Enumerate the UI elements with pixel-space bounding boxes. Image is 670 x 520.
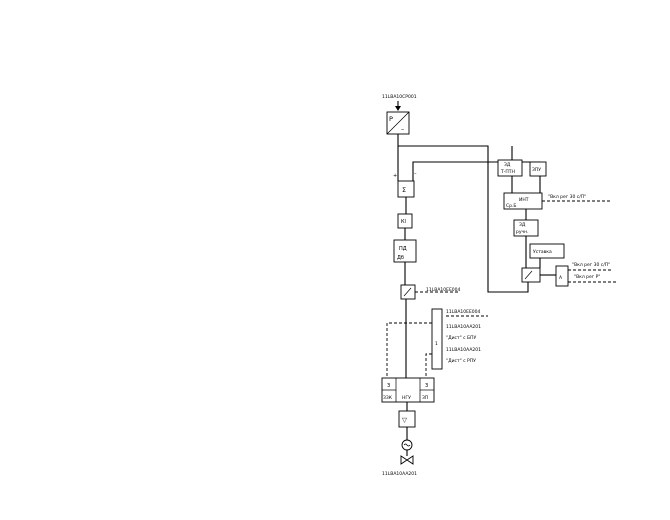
nku-left-bottom: ЗЗК: [383, 395, 393, 401]
sensor-arrow: [395, 106, 401, 111]
stack-tag-1: 11LBA10EE004: [446, 309, 481, 315]
drive-symbol: ▽: [402, 416, 407, 424]
pd-label-line2: Дб: [397, 255, 404, 261]
dashed-link-right: [425, 353, 432, 378]
setpoint-line: [412, 161, 541, 193]
sensor-symbol: P: [389, 115, 393, 123]
switch-contact: [403, 287, 412, 297]
switch-tag: 11LBA10EE004: [426, 287, 461, 293]
mode-switch-contact: [524, 270, 533, 280]
valve-tag: 11LBA10AA201: [382, 471, 417, 477]
gain-label: Кl: [401, 219, 406, 225]
nku-left-top: З: [387, 383, 390, 389]
mode-switch-box: [521, 267, 541, 283]
pd-label-line1: ПД: [399, 246, 407, 252]
stack-note-1: "Дист" с БПУ: [446, 335, 476, 341]
nku-right-top: З: [425, 383, 428, 389]
upn-label: ЗПУ: [532, 167, 541, 173]
note-vkl-reg-1: "Вкл рег 30 с/П": [548, 194, 586, 200]
note-vkl-reg-2: "Вкл рег 30 с/П": [572, 262, 610, 268]
valve-right-triangle-icon: [406, 455, 414, 465]
zd-ruch-line2: ручн.: [516, 230, 529, 235]
nku-center: НГУ: [402, 395, 411, 401]
motor-wave-icon: [403, 443, 411, 447]
stack-note-2: "Дист" с РПУ: [446, 358, 476, 364]
summator-plus: +: [393, 173, 397, 179]
sensor-minus: –: [401, 125, 404, 133]
switch-box: [400, 284, 416, 300]
sensor-tag: 11LBA10CP001: [382, 94, 417, 100]
sensor-diagonal: [386, 111, 410, 135]
note-vkl-reg-p: "Вкл рег Р": [574, 274, 600, 280]
zd-tpn-box: [497, 159, 523, 177]
stack-tag-3: 11LBA10AA201: [446, 347, 481, 353]
integrator-label: ИНТ: [519, 197, 529, 203]
zd-tpn-line1: ЗД: [504, 162, 511, 168]
summator-minus: –: [414, 171, 417, 177]
ustavka-box: [529, 243, 565, 259]
stack-block-label: 1: [435, 341, 438, 347]
valve-left-triangle-icon: [400, 455, 408, 465]
ustavka-label: Уставка: [533, 249, 552, 255]
summator-symbol: Σ: [402, 186, 406, 194]
stack-tag-2: 11LBA10AA201: [446, 324, 481, 330]
zd-tpn-line2: Т-ПТН: [500, 169, 515, 175]
zd-ruch-line1: ЗД: [519, 222, 526, 228]
selector-label: А: [559, 275, 563, 281]
integrator-sub: Ср.Б: [506, 203, 517, 209]
selector-box: [555, 265, 569, 287]
nku-right-bottom: ЗП: [422, 395, 428, 401]
stack-block: [431, 308, 443, 370]
feedback-line: [398, 145, 529, 293]
dashed-link-left: [386, 322, 432, 378]
upn-box: [529, 161, 547, 177]
